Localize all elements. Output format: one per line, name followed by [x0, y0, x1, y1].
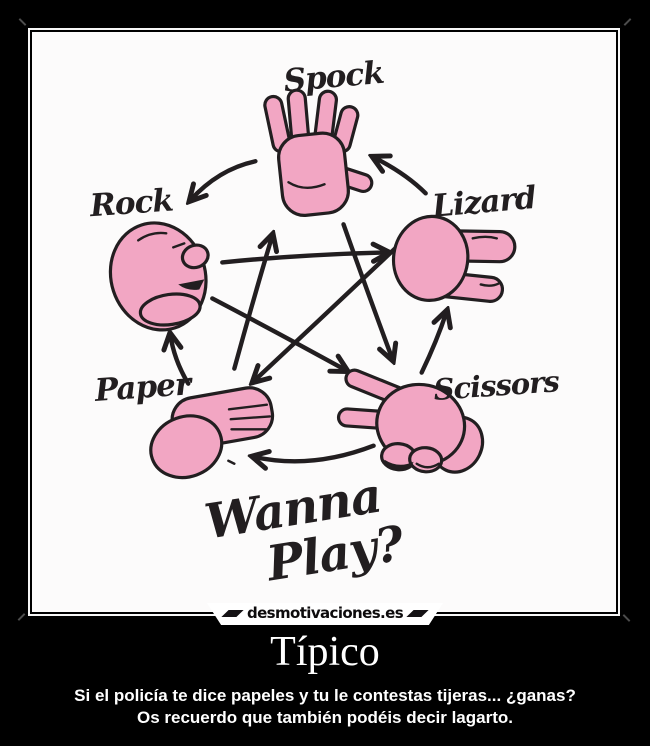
rock-crease — [172, 242, 186, 249]
rock-slot-shadow — [178, 279, 205, 290]
spock-hand — [263, 88, 374, 217]
paper-finger-line — [227, 403, 269, 411]
label-lizard: Lizard — [430, 180, 538, 225]
arrow-spock-to-scissors — [341, 222, 393, 359]
meme-image: Spock Rock Lizard Paper Scissors Wanna P… — [32, 32, 616, 612]
label-rock: Rock — [88, 182, 175, 224]
lizard-body — [391, 214, 470, 302]
arrow-scissors-to-paper — [253, 443, 376, 462]
paper-finger-line — [230, 428, 268, 431]
paper-palm — [149, 414, 224, 480]
frame-corner-tick — [18, 18, 27, 26]
watermark-badge: desmotivaciones.es — [206, 603, 444, 625]
paper-hand — [149, 386, 275, 480]
label-spock: Spock — [282, 55, 385, 100]
poster-title: Típico — [270, 629, 380, 675]
spock-palm-crease — [287, 181, 326, 189]
watermark-right-ornament — [406, 610, 429, 617]
scissors-hand — [336, 368, 485, 474]
arrow-scissors-to-lizard — [419, 311, 447, 375]
arrow-lizard-to-paper — [253, 239, 405, 381]
watermark-band: desmotivaciones.es — [0, 603, 650, 625]
watermark-left-ornament — [221, 610, 244, 617]
frame-corner-tick — [623, 18, 632, 26]
spock-palm — [276, 131, 350, 217]
watermark-text: desmotivaciones.es — [246, 604, 404, 622]
arrow-paper-to-spock — [232, 235, 272, 371]
rpsls-diagram: Spock Rock Lizard Paper Scissors Wanna P… — [88, 55, 561, 593]
rock-crease — [136, 231, 168, 242]
paper-finger-line — [229, 415, 272, 421]
rock-thumb-fold — [138, 292, 202, 327]
poster-caption-line2: Os recuerdo que también podéis decir lag… — [137, 708, 513, 727]
arrow-rock-to-lizard — [220, 252, 387, 265]
paper-palm-mark — [227, 459, 236, 465]
arrow-paper-to-rock — [170, 335, 191, 386]
arrow-lizard-to-spock — [374, 157, 428, 196]
lizard-hand — [391, 214, 517, 303]
rock-knuckle — [180, 243, 210, 270]
label-scissors: Scissors — [432, 364, 560, 407]
arrow-rock-to-scissors — [210, 296, 346, 370]
label-paper: Paper — [93, 366, 195, 409]
lizard-nail-line — [479, 282, 501, 287]
arrow-spock-to-rock — [190, 159, 258, 200]
rock-hand — [108, 221, 210, 332]
scissors-curled-finger — [408, 446, 444, 474]
image-frame: Spock Rock Lizard Paper Scissors Wanna P… — [28, 28, 620, 616]
scissors-crease — [415, 462, 440, 469]
scissors-crease-shadow — [383, 459, 414, 469]
poster-caption-line1: Si el policía te dice papeles y tu le co… — [74, 686, 576, 705]
lizard-knuckle-line — [471, 235, 498, 240]
